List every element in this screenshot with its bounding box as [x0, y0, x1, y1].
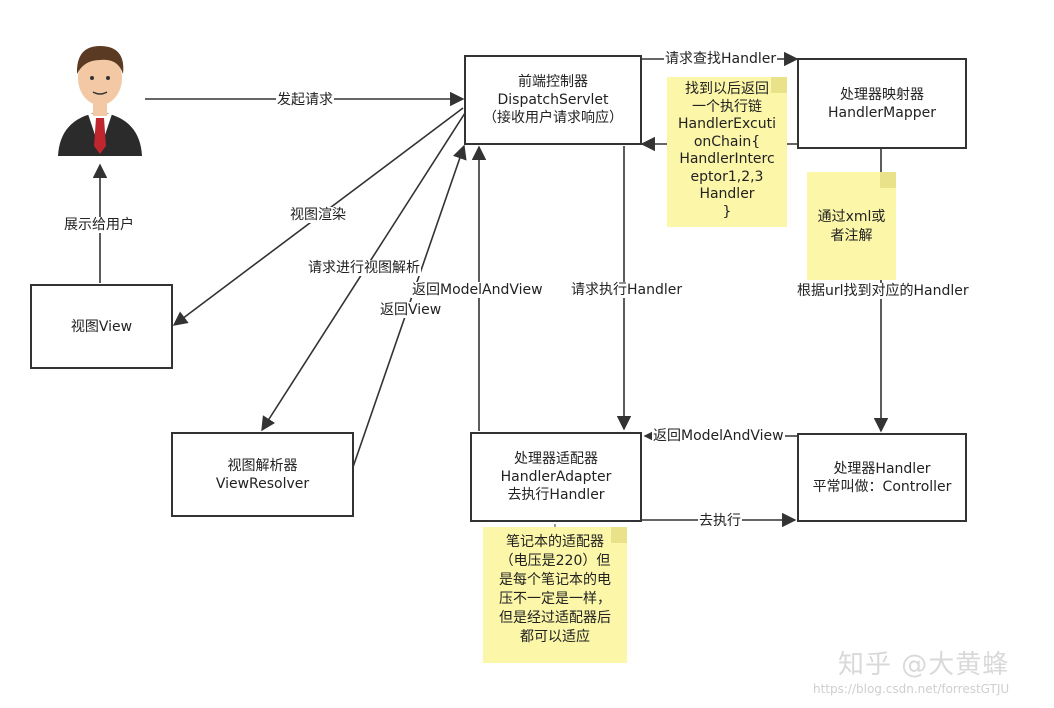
note-laptop-line: 笔记本的适配器 — [506, 534, 604, 550]
note-chain-line: HandlerExcuti — [678, 116, 776, 132]
view-title: 视图View — [70, 318, 133, 335]
view-resolver-name: ViewResolver — [215, 475, 310, 492]
note-xml-line: 通过xml或 — [817, 209, 886, 225]
label-show-user: 展示给用户 — [63, 217, 135, 233]
label-render-view: 视图渲染 — [289, 207, 347, 223]
handler-mapper-name: HandlerMapper — [828, 104, 936, 121]
note-fold-icon — [771, 77, 787, 93]
front-controller-box: 前端控制器 DispatchServlet （接收用户请求响应） — [464, 55, 642, 145]
note-laptop-line: 是每个笔记本的电 — [499, 572, 611, 588]
note-xml-line: 者注解 — [830, 228, 873, 244]
note-laptop-line: 压不一定是一样， — [499, 591, 611, 607]
note-chain-line: onChain{ — [693, 133, 761, 150]
label-go-execute: 去执行 — [698, 513, 742, 529]
note-execution-chain: 找到以后返回 一个执行链 HandlerExcuti onChain{ Hand… — [667, 77, 787, 227]
label-execute-handler: 请求执行Handler — [570, 282, 684, 298]
user-avatar — [58, 46, 142, 156]
note-chain-line: Handler — [699, 186, 755, 202]
handler-adapter-title: 处理器适配器 — [514, 451, 598, 467]
label-resolve-view: 请求进行视图解析 — [307, 260, 421, 276]
handler-title: 处理器Handler — [833, 460, 931, 477]
note-chain-line: eptor1,2,3 — [690, 168, 764, 185]
handler-adapter-desc: 去执行Handler — [507, 487, 605, 503]
label-find-by-url: 根据url找到对应的Handler — [796, 283, 970, 299]
handler-mapper-title: 处理器映射器 — [840, 86, 924, 103]
label-return-mav-right: 返回ModelAndView — [652, 428, 785, 444]
note-laptop-line: 但是经过适配器后 — [499, 610, 611, 626]
label-return-mav-left: 返回ModelAndView — [411, 282, 544, 298]
note-fold-icon — [880, 172, 896, 188]
note-chain-line: HandlerInterc — [679, 151, 775, 167]
note-chain-line: 找到以后返回 — [685, 81, 769, 97]
handler-adapter-name: HandlerAdapter — [500, 469, 612, 485]
handler-adapter-box: 处理器适配器 HandlerAdapter 去执行Handler — [470, 432, 642, 522]
note-xml-annotation: 通过xml或 者注解 — [807, 172, 896, 280]
watermark-brand: 知乎 @大黄蜂 — [838, 650, 1010, 680]
label-return-view: 返回View — [379, 302, 443, 318]
note-chain-line: } — [722, 203, 732, 220]
note-laptop-line: 都可以适应 — [520, 629, 590, 645]
view-resolver-title: 视图解析器 — [227, 457, 298, 474]
view-resolver-box: 视图解析器 ViewResolver — [171, 432, 354, 517]
note-laptop-adapter: 笔记本的适配器 （电压是220）但 是每个笔记本的电 压不一定是一样， 但是经过… — [483, 527, 627, 663]
front-controller-desc: （接收用户请求响应） — [483, 110, 623, 126]
view-box: 视图View — [30, 284, 173, 369]
handler-mapper-box: 处理器映射器 HandlerMapper — [797, 58, 967, 149]
handler-desc: 平常叫做：Controller — [812, 478, 952, 495]
front-controller-title: 前端控制器 — [518, 74, 588, 90]
note-laptop-line: （电压是220）但 — [499, 553, 611, 569]
label-send-request: 发起请求 — [276, 92, 334, 108]
label-find-handler: 请求查找Handler — [664, 51, 778, 67]
front-controller-name: DispatchServlet — [497, 92, 609, 108]
watermark-url: https://blog.csdn.net/forrestGTJU — [813, 682, 1010, 696]
note-chain-line: 一个执行链 — [692, 98, 762, 115]
handler-box: 处理器Handler 平常叫做：Controller — [797, 433, 967, 522]
note-fold-icon — [611, 527, 627, 543]
